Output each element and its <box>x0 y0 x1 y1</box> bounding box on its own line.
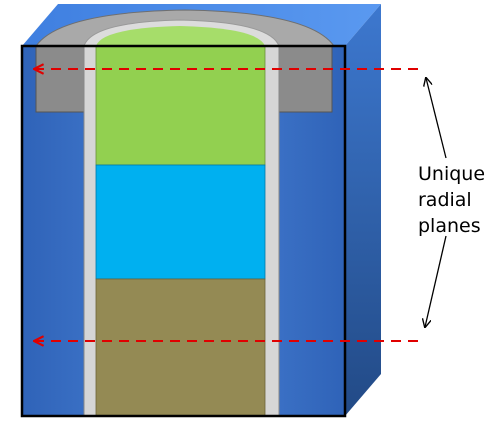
fuel-layer-top <box>95 45 266 166</box>
block-front-outline <box>20 44 347 418</box>
annotation-line-3: planes <box>418 215 481 237</box>
pointer-arrow-down <box>425 235 447 327</box>
annotation-line-1: Unique <box>418 163 485 185</box>
pointer-arrow-up <box>426 78 447 159</box>
fuel-layer-bottom <box>95 278 266 417</box>
annotation-line-2: radial <box>418 189 472 211</box>
fuel-top-surface <box>96 26 265 46</box>
fuel-layer-middle <box>95 164 266 280</box>
block-side-face <box>345 4 381 416</box>
